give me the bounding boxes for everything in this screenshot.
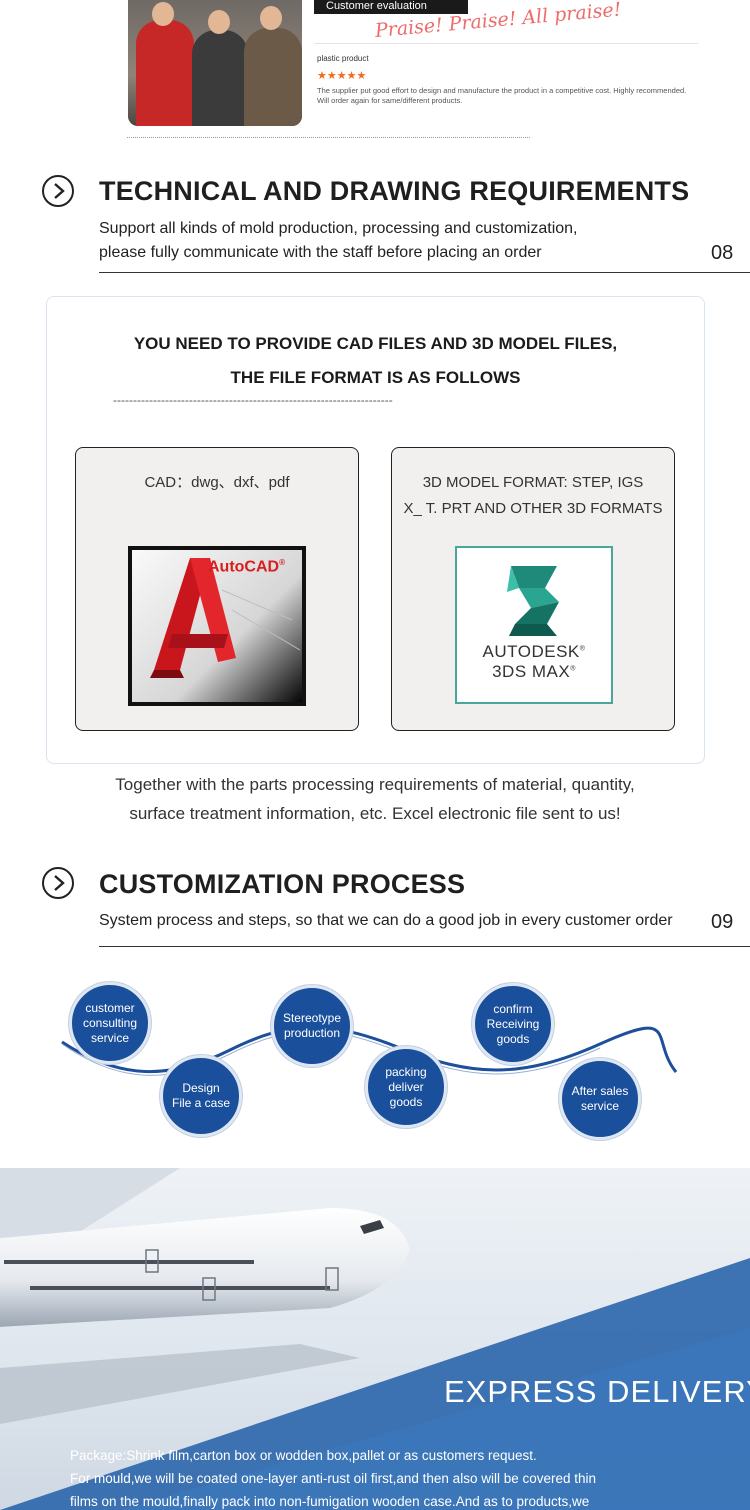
dashed-divider: ----------------------------------------… [113, 393, 393, 407]
file-format-note: Together with the parts processing requi… [0, 770, 750, 828]
section-rule-08 [99, 272, 750, 273]
airplane-photo [0, 1168, 750, 1510]
autocad-logo-icon: AutoCAD® [128, 546, 306, 706]
express-delivery-banner [0, 1168, 750, 1510]
review-dotted-divider [127, 137, 530, 138]
cad-format-card: CAD：dwg、dxf、pdf AutoCAD® [75, 447, 359, 731]
review-divider [314, 43, 698, 44]
cad-format-text: CAD：dwg、dxf、pdf [144, 474, 290, 491]
section-rule-09 [99, 946, 750, 947]
section-subtitle-technical-2: please fully communicate with the staff … [99, 244, 542, 261]
express-delivery-text: Package:Shrink film,carton box or wodden… [70, 1444, 700, 1510]
autocad-logo-text: AutoCAD® [208, 558, 285, 576]
3d-model-format-card: 3D MODEL FORMAT: STEP, IGS X_ T. PRT AND… [391, 447, 675, 731]
3d-model-format-line1: 3D MODEL FORMAT: STEP, IGS [422, 474, 644, 491]
3ds-max-logo-line1: AUTODESK® [482, 642, 586, 661]
file-format-heading-line1: YOU NEED TO PROVIDE CAD FILES AND 3D MOD… [133, 334, 618, 353]
customer-photo [128, 0, 302, 126]
star-rating-icon: ★★★★★ [317, 70, 367, 82]
3d-model-format-line2: X_ T. PRT AND OTHER 3D FORMATS [403, 500, 663, 517]
express-delivery-title: EXPRESS DELIVERY [444, 1374, 750, 1409]
3d-model-format-text: 3D MODEL FORMAT: STEP, IGS X_ T. PRT AND… [392, 470, 674, 522]
file-format-heading: YOU NEED TO PROVIDE CAD FILES AND 3D MOD… [47, 327, 704, 395]
section-title-process: CUSTOMIZATION PROCESS [99, 869, 466, 899]
3ds-max-logo-line2: 3DS MAX® [492, 662, 576, 681]
section-subtitle-technical-1: Support all kinds of mold production, pr… [99, 220, 578, 237]
express-delivery-line1: Package:Shrink film,carton box or wodden… [70, 1448, 537, 1463]
file-format-heading-line2: THE FILE FORMAT IS AS FOLLOWS [230, 368, 521, 387]
review-product: plastic product [317, 54, 369, 63]
file-format-note-line2: surface treatment information, etc. Exce… [129, 804, 621, 823]
3ds-max-logo-icon: AUTODESK® 3DS MAX® [455, 546, 613, 704]
express-delivery-line3: films on the mould,finally pack into non… [70, 1494, 590, 1509]
section-number-08: 08 [711, 242, 734, 264]
chevron-right-circle-icon [42, 175, 74, 207]
customer-review: Customer evaluation Praise! Praise! All … [0, 0, 750, 150]
chevron-right-circle-icon [42, 867, 74, 899]
section-title-technical: TECHNICAL AND DRAWING REQUIREMENTS [99, 176, 690, 206]
review-text: The supplier put good effort to design a… [317, 86, 687, 105]
review-tag: Customer evaluation [314, 0, 468, 14]
section-number-09: 09 [711, 911, 734, 933]
file-format-panel: YOU NEED TO PROVIDE CAD FILES AND 3D MOD… [46, 296, 705, 764]
file-format-note-line1: Together with the parts processing requi… [115, 775, 635, 794]
section-subtitle-process: System process and steps, so that we can… [99, 912, 673, 929]
express-delivery-line2: For mould,we will be coated one-layer an… [70, 1471, 597, 1486]
